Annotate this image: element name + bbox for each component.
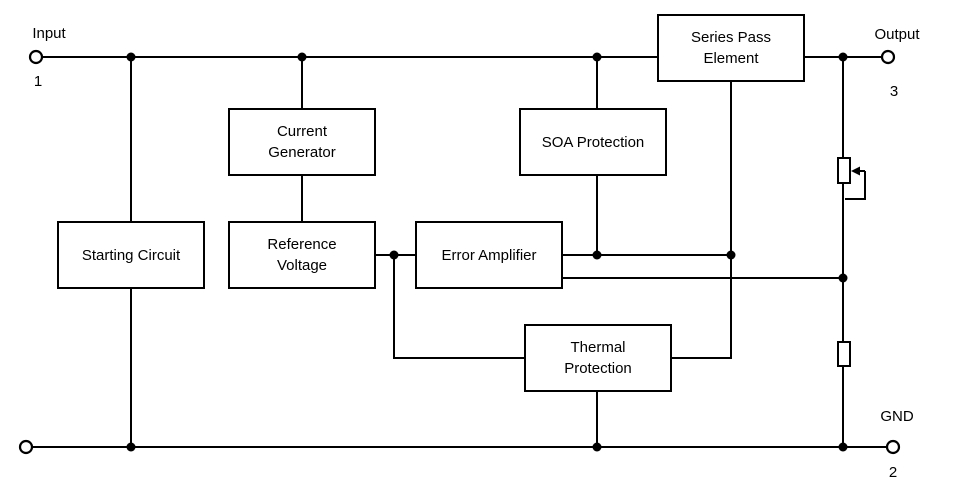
- ground-pin-number: 2: [888, 464, 898, 481]
- junction-dot: [592, 250, 602, 260]
- junction-dot: [838, 273, 848, 283]
- potentiometer-body: [837, 157, 851, 184]
- wire-thermal-left-feed: [393, 255, 524, 359]
- wiper-arrow-icon: [851, 166, 860, 176]
- potentiometer-wiper-loop: [845, 171, 866, 200]
- junction-dot: [838, 52, 848, 62]
- junction-dot: [592, 442, 602, 452]
- block-label: Current Generator: [268, 123, 336, 161]
- block-label: Error Amplifier: [441, 246, 537, 264]
- ground-left-terminal-circle: [18, 439, 34, 455]
- block-thermal-protection: Thermal Protection: [524, 324, 672, 392]
- input-terminal-circle: [28, 49, 44, 65]
- block-error-amplifier: Error Amplifier: [415, 221, 563, 289]
- block-series-pass-element: Series Pass Element: [657, 14, 805, 82]
- block-current-generator: Current Generator: [228, 108, 376, 176]
- junction-dot: [297, 52, 307, 62]
- block-label: Starting Circuit: [81, 246, 181, 264]
- input-terminal-label: Input: [32, 25, 66, 42]
- block-label: Series Pass Element: [690, 29, 772, 67]
- output-terminal-label: Output: [874, 26, 920, 43]
- ground-terminal-circle: [885, 439, 901, 455]
- block-label: Reference Voltage: [267, 236, 337, 274]
- terminal-circles: [18, 49, 901, 455]
- block-label: Thermal Protection: [564, 339, 632, 377]
- junction-dots: [126, 52, 848, 452]
- output-pin-number: 3: [889, 83, 899, 100]
- output-terminal-circle: [880, 49, 896, 65]
- junction-dot: [838, 442, 848, 452]
- junction-dot: [592, 52, 602, 62]
- junction-dot: [126, 52, 136, 62]
- junction-dot: [389, 250, 399, 260]
- block-soa-protection: SOA Protection: [519, 108, 667, 176]
- wire-series-pass-drive: [672, 82, 732, 359]
- block-reference-voltage: Reference Voltage: [228, 221, 376, 289]
- resistor-body: [837, 341, 851, 367]
- block-label: SOA Protection: [541, 133, 645, 151]
- junction-dot: [726, 250, 736, 260]
- junction-dot: [126, 442, 136, 452]
- ground-terminal-label: GND: [880, 408, 914, 425]
- input-pin-number: 1: [33, 73, 43, 90]
- block-starting-circuit: Starting Circuit: [57, 221, 205, 289]
